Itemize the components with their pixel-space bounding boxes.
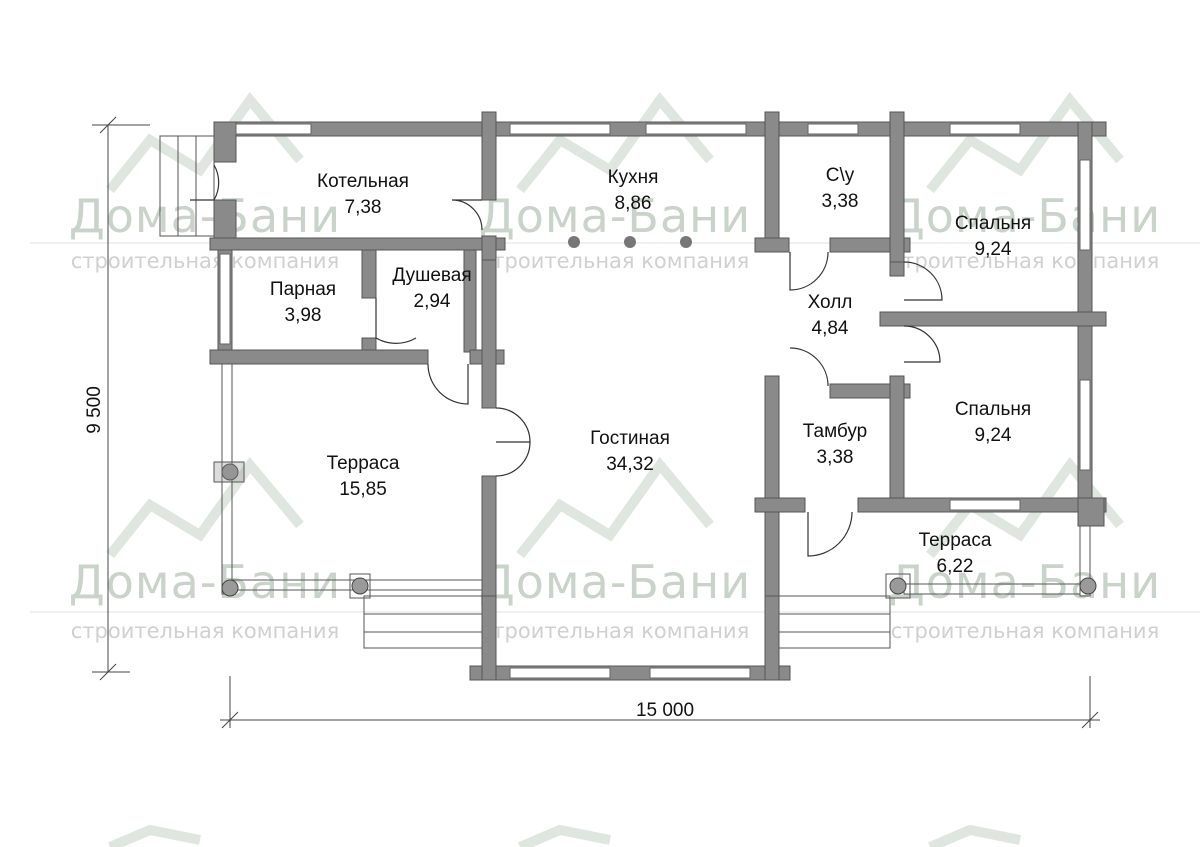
watermark-subtitle-1: строительная компания — [71, 249, 339, 273]
room-area-dushevaya: 2,94 — [414, 291, 451, 312]
room-name-terrasa-1: Терраса — [327, 453, 400, 474]
dimension-width-label: 15 000 — [636, 700, 694, 721]
room-name-tambur: Тамбур — [803, 421, 868, 442]
watermark-subtitle-3: строительная компания — [891, 249, 1159, 273]
room-area-terrasa-1: 15,85 — [339, 479, 387, 500]
watermark-house-icon — [106, 91, 1124, 847]
watermark-brand-2: Дома-Бани — [479, 189, 751, 243]
room-name-dushevaya: Душевая — [392, 265, 471, 286]
windows — [219, 123, 1091, 679]
room-area-terrasa-2: 6,22 — [937, 556, 974, 577]
watermark-layer: Дома-Бани Дома-Бани Дома-Бани строительн… — [30, 91, 1200, 847]
watermark-brand-3: Дома-Бани — [889, 189, 1161, 243]
room-area-parnaya: 3,98 — [285, 305, 322, 326]
room-name-kukhnya: Кухня — [608, 167, 659, 188]
room-name-kholl: Холл — [808, 292, 853, 313]
dimension-lines — [92, 116, 1100, 729]
room-name-kotelnaya: Котельная — [317, 171, 409, 192]
dimension-height-label: 9 500 — [84, 386, 105, 434]
room-name-spalnya-2: Спальня — [955, 399, 1031, 420]
room-area-gostinaya: 34,32 — [606, 454, 654, 475]
room-area-kholl: 4,84 — [812, 318, 849, 339]
room-name-parnaya: Парная — [270, 279, 336, 300]
room-area-su: 3,38 — [822, 191, 859, 212]
watermark-brand-4: Дома-Бани — [69, 555, 341, 609]
watermark-brand-5: Дома-Бани — [479, 555, 751, 609]
room-area-kotelnaya: 7,38 — [345, 197, 382, 218]
watermark-subtitle-6: строительная компания — [891, 619, 1159, 643]
terrace-railings — [159, 135, 1097, 649]
doors — [190, 164, 943, 557]
watermark-subtitle-4: строительная компания — [71, 619, 339, 643]
watermark-brand-1: Дома-Бани — [69, 189, 341, 243]
room-name-terrasa-2: Терраса — [919, 530, 992, 551]
room-area-kukhnya: 8,86 — [615, 193, 652, 214]
watermark-brand-6: Дома-Бани — [889, 555, 1161, 609]
watermark-subtitle-5: строительная компания — [481, 619, 749, 643]
room-area-spalnya-2: 9,24 — [975, 425, 1012, 446]
room-name-su: С\у — [826, 165, 855, 186]
room-name-spalnya-1: Спальня — [955, 213, 1031, 234]
room-labels: Котельная 7,38 Кухня 8,86 С\у 3,38 Спаль… — [270, 165, 1031, 577]
room-area-spalnya-1: 9,24 — [975, 239, 1012, 260]
room-area-tambur: 3,38 — [817, 447, 854, 468]
walls — [209, 111, 1107, 681]
room-name-gostinaya: Гостиная — [590, 428, 670, 449]
watermark-subtitle-2: строительная компания — [481, 249, 749, 273]
